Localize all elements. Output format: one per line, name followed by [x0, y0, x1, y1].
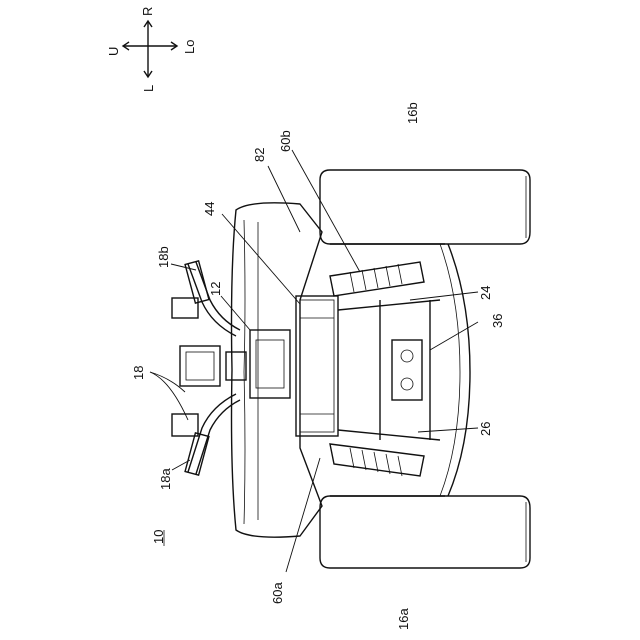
label-60b: 60b	[278, 130, 293, 152]
label-16b: 16b	[405, 102, 420, 124]
battery-box	[296, 296, 338, 436]
label-60a: 60a	[270, 582, 285, 604]
label-18b: 18b	[156, 246, 171, 268]
label-16a: 16a	[396, 608, 411, 630]
label-24: 24	[478, 286, 493, 300]
label-12: 12	[208, 282, 223, 296]
compass-label-l: L	[141, 85, 156, 92]
label-82: 82	[252, 148, 267, 162]
rear-body	[330, 244, 470, 496]
direction-compass: R U Lo L	[106, 7, 197, 92]
shock-absorber-right	[330, 262, 424, 296]
compass-label-r: R	[140, 7, 155, 16]
reference-numerals: 10 18 18a 18b 12 44 82 60b 60a 16b 16a 2…	[131, 102, 505, 630]
leader-lines	[150, 150, 478, 572]
label-36: 36	[490, 314, 505, 328]
shock-absorber-left	[330, 444, 424, 476]
compass-label-lo: Lo	[182, 40, 197, 54]
frame	[250, 300, 440, 440]
label-44: 44	[202, 202, 217, 216]
front-cover	[232, 203, 323, 537]
label-26: 26	[478, 422, 493, 436]
wheel-left	[320, 496, 530, 568]
label-18: 18	[131, 366, 146, 380]
wheel-right	[320, 170, 530, 244]
label-18a: 18a	[158, 468, 173, 490]
compass-label-u: U	[106, 47, 121, 56]
